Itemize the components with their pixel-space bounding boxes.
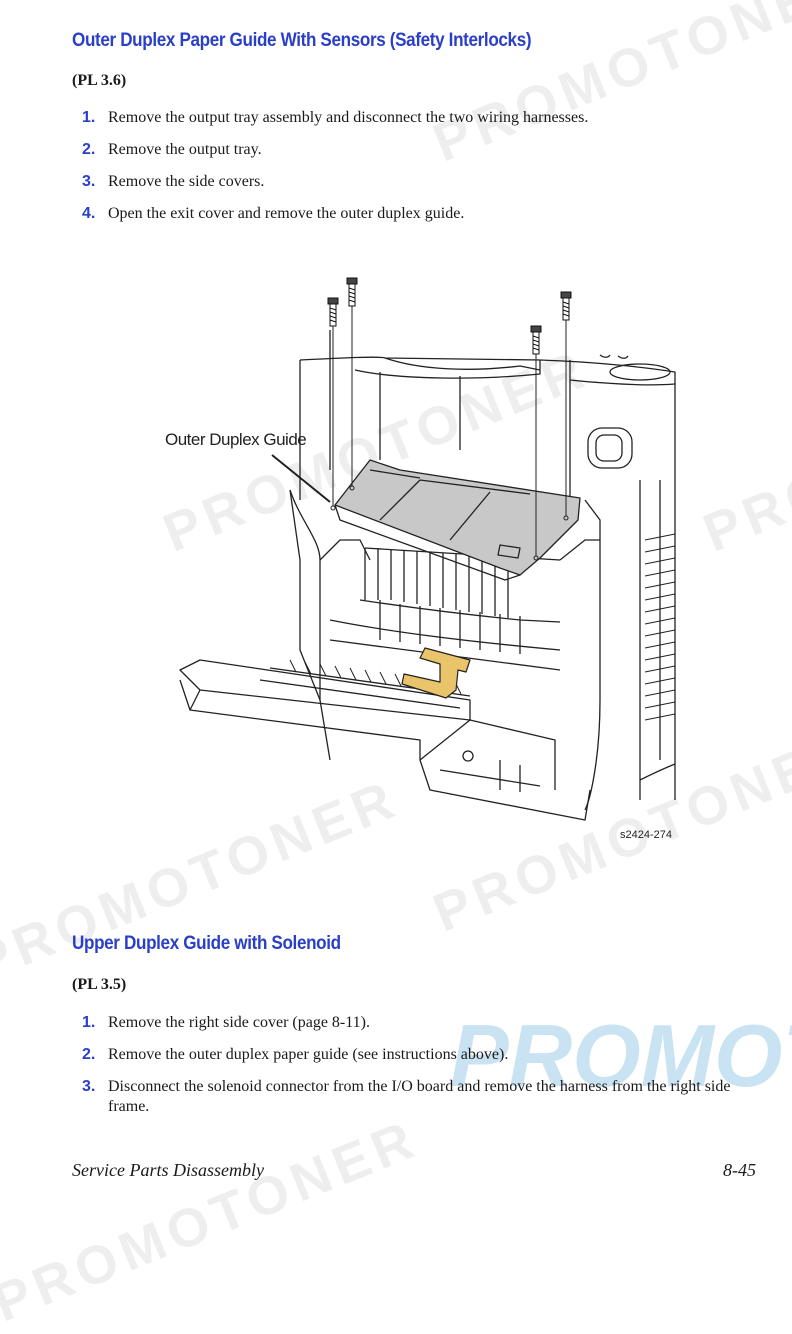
section-title-upper-duplex: Upper Duplex Guide with Solenoid <box>72 933 341 954</box>
watermark: PROMOTONER <box>0 1108 427 1334</box>
step-number: 1. <box>82 1014 96 1031</box>
step-number: 4. <box>82 205 96 222</box>
step-number: 2. <box>82 1046 96 1063</box>
steps-list-outer-duplex: 1. Remove the output tray assembly and di… <box>72 108 752 236</box>
step-text: Remove the output tray. <box>108 141 262 158</box>
list-item: 3. Disconnect the solenoid connector from… <box>72 1077 752 1117</box>
list-item: 4. Open the exit cover and remove the out… <box>72 204 752 224</box>
step-text: Open the exit cover and remove the outer… <box>108 205 465 222</box>
step-text: Disconnect the solenoid connector from t… <box>108 1078 731 1115</box>
step-number: 3. <box>82 1078 96 1095</box>
parts-list-ref: (PL 3.5) <box>72 976 127 993</box>
list-item: 2. Remove the output tray. <box>72 140 752 160</box>
list-item: 1. Remove the output tray assembly and di… <box>72 108 752 128</box>
step-number: 3. <box>82 173 96 190</box>
step-text: Remove the outer duplex paper guide (see… <box>108 1046 509 1063</box>
parts-list-ref: (PL 3.6) <box>72 72 127 89</box>
step-text: Remove the output tray assembly and disc… <box>108 109 589 126</box>
step-number: 2. <box>82 141 96 158</box>
list-item: 2. Remove the outer duplex paper guide (s… <box>72 1045 752 1065</box>
figure-id: s2424-274 <box>620 829 672 841</box>
step-text: Remove the side covers. <box>108 173 265 190</box>
section-title-outer-duplex: Outer Duplex Paper Guide With Sensors (S… <box>72 30 532 51</box>
steps-list-upper-duplex: 1. Remove the right side cover (page 8-11… <box>72 1013 752 1129</box>
step-number: 1. <box>82 109 96 126</box>
screw-icon <box>327 277 572 355</box>
step-text: Remove the right side cover (page 8-11). <box>108 1014 370 1031</box>
footer-section-name: Service Parts Disassembly <box>72 1160 264 1180</box>
printer-illustration: Outer Duplex Guide s2424-274 <box>165 277 676 841</box>
list-item: 1. Remove the right side cover (page 8-11… <box>72 1013 752 1033</box>
figure-callout-label: Outer Duplex Guide <box>165 430 306 449</box>
list-item: 3. Remove the side covers. <box>72 172 752 192</box>
footer-page-number: 8-45 <box>723 1160 756 1180</box>
